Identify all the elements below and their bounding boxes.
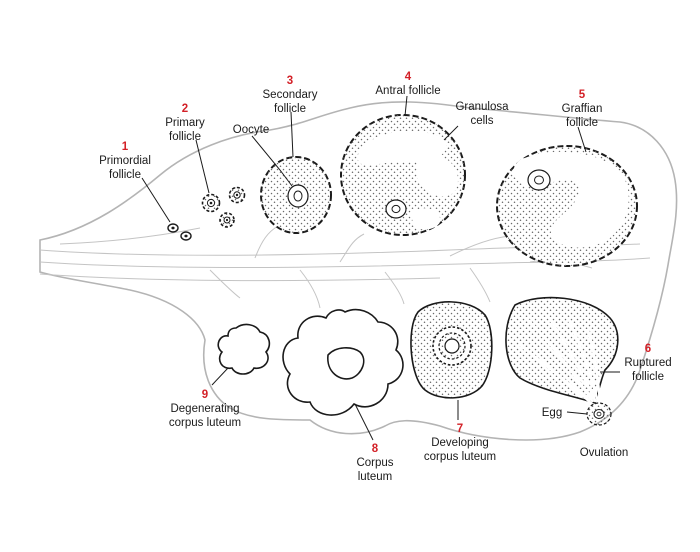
label-granulosa-cells: Granulosa cells <box>455 101 509 127</box>
label-number-9: 9 <box>202 389 208 401</box>
label-text-follicle: follicle <box>169 131 201 143</box>
label-ovulation: Ovulation <box>580 447 629 459</box>
label-corpus-luteum: 8 Corpus luteum <box>356 443 393 483</box>
label-text-cells: cells <box>470 115 493 127</box>
label-text-primordial: Primordial <box>99 155 151 167</box>
label-number-6: 6 <box>645 343 651 355</box>
label-number-2: 2 <box>182 103 188 115</box>
label-text-degenerating: Degenerating <box>170 403 239 415</box>
label-text-primary: Primary <box>165 117 205 129</box>
label-text-granulosa: Granulosa <box>455 101 509 113</box>
label-text-graffian: Graffian <box>562 103 603 115</box>
label-text-antral-follicle: Antral follicle <box>375 85 440 97</box>
antral-follicle <box>340 114 466 236</box>
ruptured-follicle <box>505 296 619 426</box>
label-number-4: 4 <box>405 71 412 83</box>
label-egg: Egg <box>542 407 562 419</box>
label-text-ruptured: Ruptured <box>624 357 671 369</box>
label-text-luteum: luteum <box>358 471 393 483</box>
label-text-oocyte: Oocyte <box>233 124 269 136</box>
degenerating-corpus-luteum <box>217 323 271 375</box>
label-number-3: 3 <box>287 75 293 87</box>
label-primary-follicle: 2 Primary follicle <box>165 103 205 143</box>
label-oocyte: Oocyte <box>233 124 269 136</box>
corpus-luteum <box>282 308 404 416</box>
label-number-8: 8 <box>372 443 379 455</box>
label-degenerating-corpus-luteum: 9 Degenerating corpus luteum <box>169 389 241 429</box>
graffian-follicle <box>496 145 638 267</box>
label-graffian-follicle: 5 Graffian follicle <box>562 89 603 129</box>
label-text-follicle: follicle <box>566 117 598 129</box>
label-developing-corpus-luteum: 7 Developing corpus luteum <box>424 423 496 463</box>
developing-corpus-luteum <box>410 301 493 399</box>
label-text-corpus-luteum: corpus luteum <box>424 451 496 463</box>
leader-lines <box>141 95 620 441</box>
label-number-5: 5 <box>579 89 586 101</box>
secondary-follicle <box>260 156 332 234</box>
label-ruptured-follicle: 6 Ruptured follicle <box>624 343 671 383</box>
label-text-developing: Developing <box>431 437 489 449</box>
label-text-follicle: follicle <box>109 169 141 181</box>
label-text-follicle: follicle <box>274 103 306 115</box>
label-text-ovulation: Ovulation <box>580 447 629 459</box>
label-secondary-follicle: 3 Secondary follicle <box>263 75 318 115</box>
label-text-corpus: Corpus <box>356 457 393 469</box>
label-text-egg: Egg <box>542 407 562 419</box>
primary-follicles <box>201 186 246 228</box>
label-text-secondary: Secondary <box>263 89 318 101</box>
label-antral-follicle: 4 Antral follicle <box>375 71 440 97</box>
label-number-1: 1 <box>122 141 129 153</box>
label-primordial-follicle: 1 Primordial follicle <box>99 141 151 181</box>
label-text-follicle: follicle <box>632 371 664 383</box>
primordial-follicles <box>167 223 192 241</box>
label-text-corpus-luteum: corpus luteum <box>169 417 241 429</box>
label-number-7: 7 <box>457 423 463 435</box>
